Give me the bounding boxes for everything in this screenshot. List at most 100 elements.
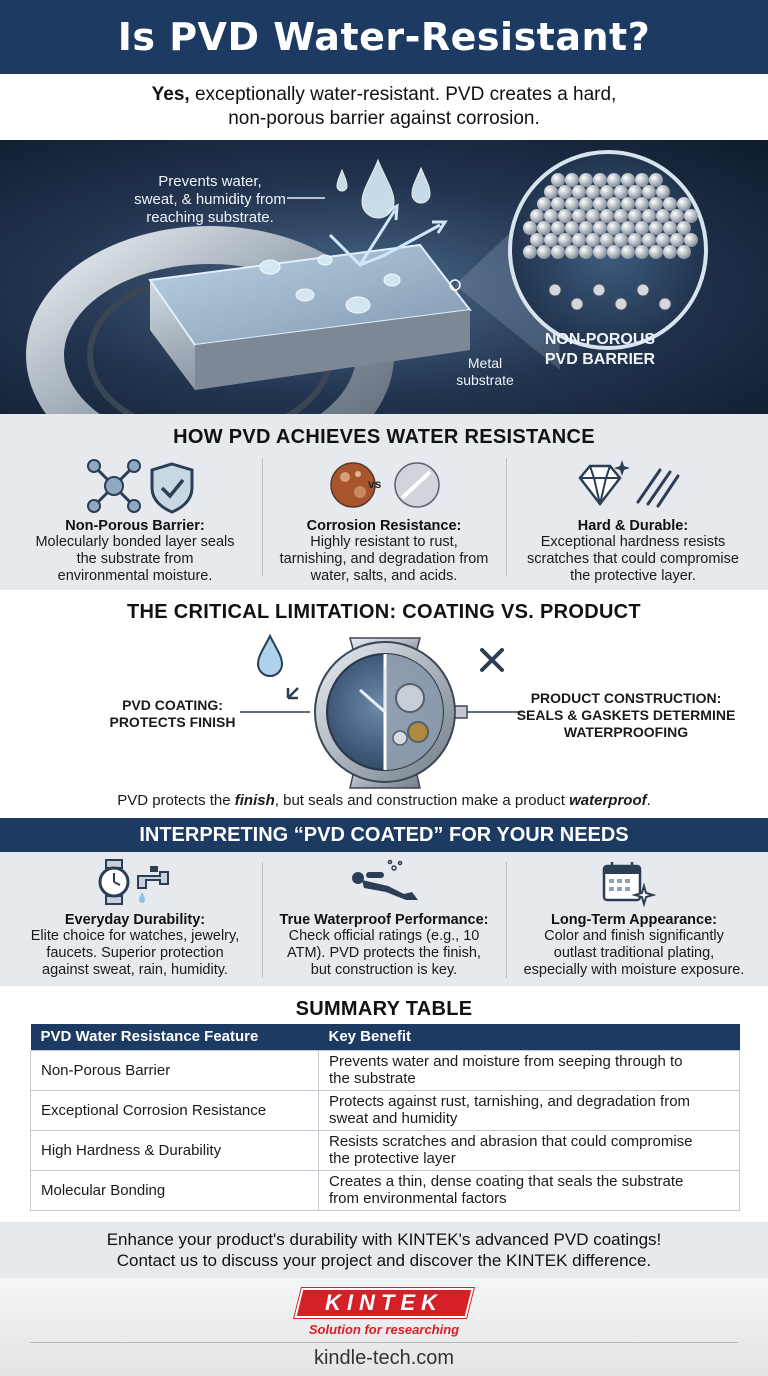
lattice-atom (607, 173, 621, 187)
lattice-atom (677, 197, 691, 211)
ring-coating-illustration (26, 150, 708, 414)
feature-cell: High Hardness & Durability (30, 1129, 319, 1171)
lattice-atom (572, 209, 586, 223)
lattice-atom (614, 233, 628, 247)
lattice-atom (635, 245, 649, 259)
lattice-atom (642, 209, 656, 223)
substrate-atom (658, 297, 672, 311)
lattice-atom (649, 197, 663, 211)
interpret-divider-1 (262, 862, 263, 978)
substrate-atom (592, 283, 606, 297)
lattice-atom (642, 233, 656, 247)
lattice-atom (593, 245, 607, 259)
lattice-atom (600, 185, 614, 199)
benefit-cell: Resists scratches and abrasion that coul… (318, 1129, 740, 1171)
lattice-atom (565, 173, 579, 187)
lattice-atom (544, 209, 558, 223)
hero-illustration: Prevents water, sweat, & humidity from r… (0, 140, 768, 414)
lattice-atom (565, 221, 579, 235)
lattice-atom (586, 209, 600, 223)
diamond-scratch-icon (578, 460, 680, 508)
table-row: Molecular Bonding Creates a thin, dense … (30, 1169, 740, 1211)
lattice-atom (621, 197, 635, 211)
watch-illustration (240, 633, 522, 789)
website-link[interactable]: kindle-tech.com (313, 1347, 455, 1369)
construction-label: PRODUCT CONSTRUCTION: SEALS & GASKETS DE… (516, 690, 736, 740)
deflect-arrows (328, 203, 448, 268)
lattice-atom (607, 221, 621, 235)
molecule-shield-icon (87, 459, 194, 514)
lattice-atom (607, 197, 621, 211)
intro-statement: Yes, exceptionally water-resistant. PVD … (0, 74, 768, 140)
lattice-atom (621, 245, 635, 259)
intro-lead: Yes, (151, 84, 190, 105)
limitation-title: THE CRITICAL LIMITATION: COATING VS. PRO… (127, 601, 641, 623)
lattice-atom (593, 221, 607, 235)
kintek-logo[interactable]: KINTEK (294, 1288, 474, 1318)
intro-line-1: Yes, exceptionally water-resistant. PVD … (152, 83, 617, 107)
interpret-title: INTERPRETING “PVD COATED” FOR YOUR NEEDS (139, 823, 629, 846)
feature-cell: Exceptional Corrosion Resistance (30, 1089, 319, 1131)
coating-label: PVD COATING: PROTECTS FINISH (109, 697, 236, 730)
lattice-atom (621, 221, 635, 235)
lattice-atom (579, 245, 593, 259)
table-row: Non-Porous Barrier Prevents water and mo… (30, 1049, 740, 1091)
barrier-label: NON-POROUS PVD BARRIER (544, 331, 656, 368)
cta-line-1: Enhance your product's durability with K… (106, 1230, 662, 1249)
lattice-atom (677, 245, 691, 259)
lattice-atom (530, 209, 544, 223)
lattice-atom (635, 173, 649, 187)
header-benefit: Key Benefit (318, 1024, 740, 1050)
table-row: Exceptional Corrosion Resistance Protect… (30, 1089, 740, 1131)
substrate-label: Metal substrate (456, 355, 514, 388)
lattice-atom (614, 185, 628, 199)
lattice-atom (593, 197, 607, 211)
lattice-atom (530, 233, 544, 247)
substrate-atom (636, 283, 650, 297)
watch-faucet-icon (98, 859, 169, 905)
lattice-atom (614, 209, 628, 223)
lattice-atom (635, 221, 649, 235)
page-title: Is PVD Water-Resistant? (117, 15, 651, 59)
table-header-row: PVD Water Resistance Feature Key Benefit (30, 1024, 740, 1050)
interpret-item-waterproof: True Waterproof Performance: Check offic… (279, 912, 489, 978)
water-droplets (259, 158, 431, 314)
benefit-cell: Protects against rust, tarnishing, and d… (318, 1089, 740, 1131)
lattice-atom (684, 209, 698, 223)
lattice-atom (628, 185, 642, 199)
call-to-action: Enhance your product's durability with K… (0, 1222, 768, 1278)
how-item-hardness: Hard & Durable: Exceptional hardness res… (527, 518, 739, 584)
lattice-atom (537, 245, 551, 259)
lattice-atom (551, 245, 565, 259)
lattice-atom (670, 209, 684, 223)
lattice-atom (649, 221, 663, 235)
lattice-atom (544, 185, 558, 199)
lattice-atom (572, 233, 586, 247)
how-divider-2 (506, 458, 507, 576)
lattice-atom (677, 221, 691, 235)
lattice-atom (551, 173, 565, 187)
how-item-corrosion: Corrosion Resistance: Highly resistant t… (279, 518, 489, 584)
table-row: High Hardness & Durability Resists scrat… (30, 1129, 740, 1171)
benefit-cell: Prevents water and moisture from seeping… (318, 1049, 740, 1091)
vs-label: vs (368, 477, 382, 491)
interpret-item-everyday: Everyday Durability: Elite choice for wa… (30, 912, 240, 978)
lattice-atom (600, 233, 614, 247)
lattice-atom (670, 233, 684, 247)
lattice-atom (558, 209, 572, 223)
lattice-atom (621, 173, 635, 187)
lattice-atom (558, 233, 572, 247)
lattice-atom (537, 197, 551, 211)
lattice-atom (558, 185, 572, 199)
lattice-atom (635, 197, 649, 211)
lattice-atom (565, 245, 579, 259)
lattice-atom (656, 233, 670, 247)
header-feature: PVD Water Resistance Feature (30, 1024, 319, 1050)
lattice-atom (663, 197, 677, 211)
feature-cell: Molecular Bonding (30, 1169, 319, 1211)
how-divider-1 (262, 458, 263, 576)
footer-divider (30, 1342, 738, 1343)
substrate-atom (548, 283, 562, 297)
hero-callout: Prevents water, sweat, & humidity from r… (134, 173, 286, 226)
intro-line-2: non-porous barrier against corrosion. (228, 108, 540, 129)
